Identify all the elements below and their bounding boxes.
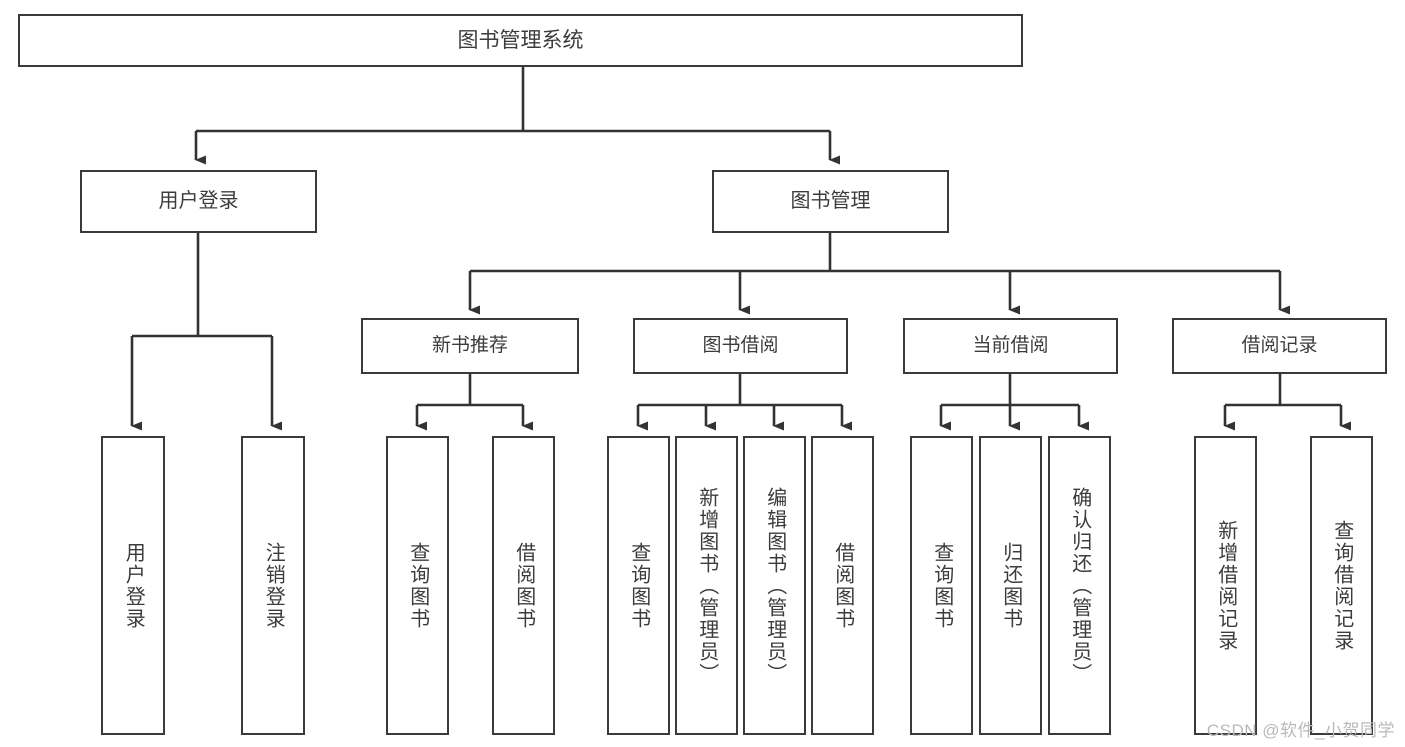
node-leaf-edit-book-admin[interactable]: 编辑图书（管理员）: [743, 436, 806, 735]
node-leaf-borrow-book-label: 借阅图书: [831, 541, 854, 630]
node-leaf-add-borrow-record[interactable]: 新增借阅记录: [1194, 436, 1257, 735]
node-root-system[interactable]: 图书管理系统: [18, 14, 1023, 67]
node-book-borrow[interactable]: 图书借阅: [633, 318, 848, 374]
node-leaf-add-borrow-record-label: 新增借阅记录: [1214, 519, 1237, 652]
node-borrow-record[interactable]: 借阅记录: [1172, 318, 1387, 374]
node-leaf-add-book-admin[interactable]: 新增图书（管理员）: [675, 436, 738, 735]
node-user-login[interactable]: 用户登录: [80, 170, 317, 233]
node-new-book-recommend[interactable]: 新书推荐: [361, 318, 579, 374]
node-leaf-borrow-book[interactable]: 借阅图书: [811, 436, 874, 735]
node-leaf-edit-book-admin-label: 编辑图书（管理员）: [763, 486, 786, 685]
node-leaf-query-borrow-record-label: 查询借阅记录: [1330, 519, 1353, 652]
node-leaf-user-login-label: 用户登录: [122, 541, 145, 630]
node-borrow-record-label: 借阅记录: [1241, 335, 1318, 357]
node-leaf-return-book-label: 归还图书: [999, 541, 1022, 630]
node-book-borrow-label: 图书借阅: [702, 335, 779, 357]
node-leaf-confirm-return-admin[interactable]: 确认归还（管理员）: [1048, 436, 1111, 735]
node-leaf-return-book[interactable]: 归还图书: [979, 436, 1042, 735]
node-current-borrow-label: 当前借阅: [972, 335, 1049, 357]
node-book-manage-label: 图书管理: [790, 190, 871, 213]
node-leaf-user-login[interactable]: 用户登录: [101, 436, 165, 735]
node-leaf-query-book-borrow-label: 查询图书: [627, 541, 650, 630]
node-leaf-query-borrow-record[interactable]: 查询借阅记录: [1310, 436, 1373, 735]
node-leaf-add-book-admin-label: 新增图书（管理员）: [695, 486, 718, 685]
node-leaf-query-book-borrow[interactable]: 查询图书: [607, 436, 670, 735]
node-new-book-recommend-label: 新书推荐: [431, 335, 508, 357]
node-user-login-label: 用户登录: [158, 190, 239, 213]
node-current-borrow[interactable]: 当前借阅: [903, 318, 1118, 374]
node-leaf-query-book-current[interactable]: 查询图书: [910, 436, 973, 735]
csdn-watermark: CSDN @软件_小贺同学: [1206, 721, 1395, 740]
node-leaf-borrow-book-recommend-label: 借阅图书: [512, 541, 535, 630]
node-leaf-query-book-current-label: 查询图书: [930, 541, 953, 630]
node-leaf-query-book-recommend-label: 查询图书: [406, 541, 429, 630]
node-leaf-logout[interactable]: 注销登录: [241, 436, 305, 735]
node-leaf-borrow-book-recommend[interactable]: 借阅图书: [492, 436, 555, 735]
node-root-system-label: 图书管理系统: [457, 28, 584, 52]
node-leaf-logout-label: 注销登录: [262, 541, 285, 630]
node-leaf-query-book-recommend[interactable]: 查询图书: [386, 436, 449, 735]
node-leaf-confirm-return-admin-label: 确认归还（管理员）: [1068, 486, 1091, 685]
node-book-manage[interactable]: 图书管理: [712, 170, 949, 233]
